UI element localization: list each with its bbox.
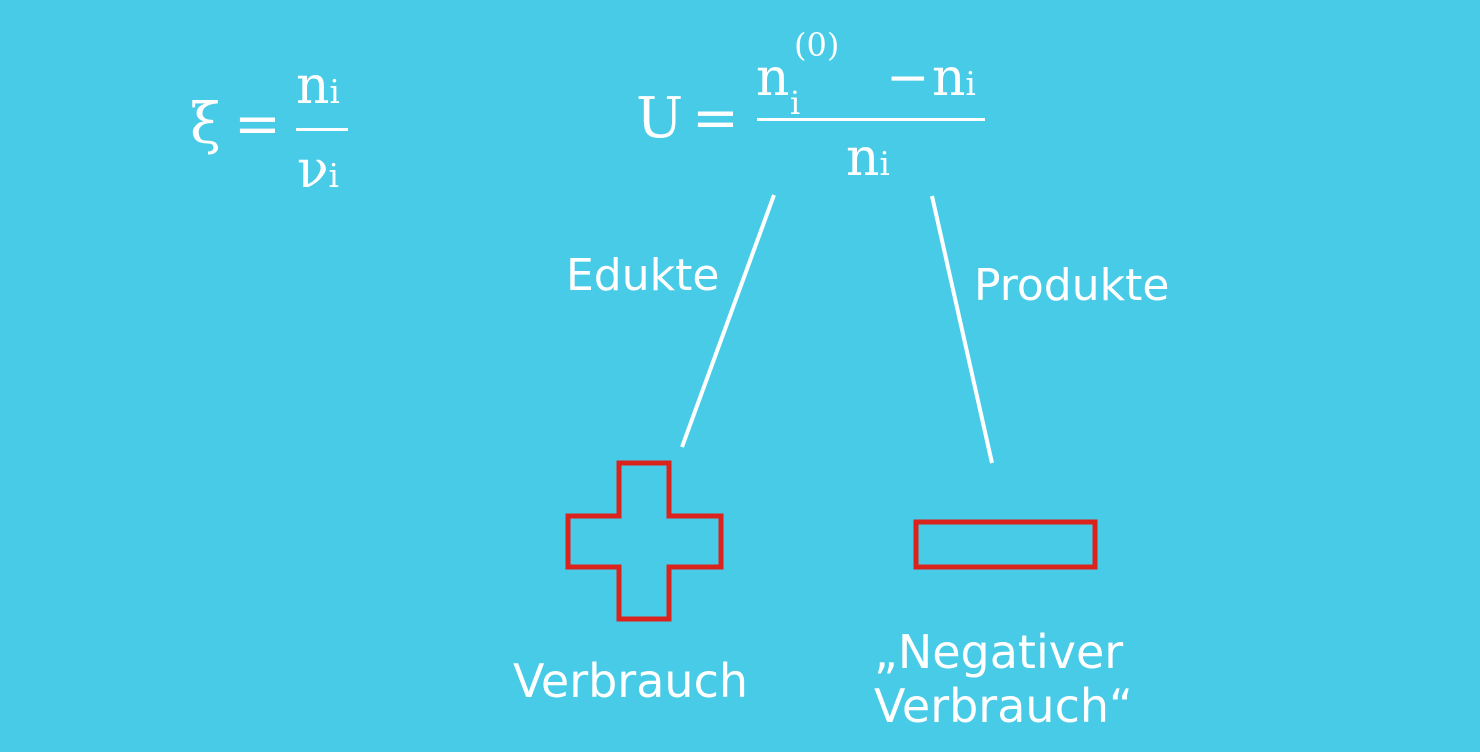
xi-numerator-subscript: i [329, 73, 340, 111]
u-numerator-term-b: ni [932, 48, 976, 108]
xi-fraction-bar [296, 128, 348, 131]
u-numerator-term-a: n [756, 48, 790, 108]
u-denominator: ni [846, 128, 890, 188]
u-numerator-b-base: n [932, 48, 966, 108]
u-minus: − [886, 48, 930, 108]
minus-icon [913, 519, 1098, 570]
xi-symbol: ξ [190, 92, 221, 157]
u-denominator-subscript: i [879, 145, 890, 183]
plus-icon [565, 460, 724, 622]
verbrauch-label: Verbrauch [513, 654, 749, 708]
u-numerator-a-superscript: (0) [794, 26, 840, 64]
u-equals: = [692, 86, 739, 151]
u-denominator-base: n [846, 128, 880, 188]
xi-denominator-subscript: i [328, 157, 339, 195]
u-numerator-a-subscript: i [790, 84, 801, 122]
xi-numerator: ni [296, 56, 340, 116]
xi-denominator: νi [297, 140, 339, 200]
left-branch-line [680, 194, 776, 448]
u-fraction-bar [757, 118, 985, 121]
u-symbol: U [636, 86, 684, 151]
u-numerator-a-base: n [756, 48, 790, 108]
xi-numerator-base: n [296, 56, 330, 116]
right-branch-line [930, 195, 994, 464]
xi-equals: = [234, 92, 281, 157]
xi-denominator-base: ν [297, 140, 329, 200]
u-numerator-b-subscript: i [965, 65, 976, 103]
edukte-label: Edukte [566, 250, 720, 301]
produkte-label: Produkte [974, 260, 1170, 311]
negativer-verbrauch-line1: „Negativer [874, 625, 1124, 679]
negativer-verbrauch-label: „Negativer Verbrauch“ [874, 625, 1133, 733]
negativer-verbrauch-line2: Verbrauch“ [874, 679, 1133, 733]
